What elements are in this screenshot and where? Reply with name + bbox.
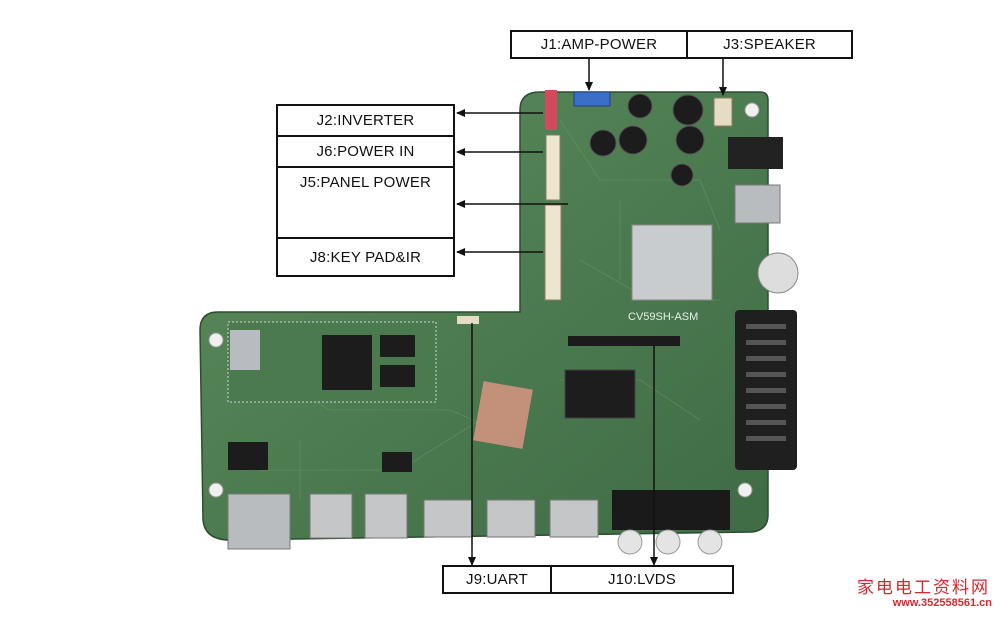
label-j5-panel-power: J5:PANEL POWER [276,166,455,239]
j3-connector [713,97,733,127]
ic-chip-mid [382,452,412,472]
hdmi-port-3 [549,499,599,538]
usb-port-2 [364,493,408,539]
shield-can [230,330,260,370]
label-j2-inverter: J2:INVERTER [276,104,455,137]
rca-jack [757,252,799,294]
j6-connector [545,134,561,201]
scart-pins [746,324,786,441]
j2-connector [545,90,557,130]
hdmi-port-2 [486,499,536,538]
av-jack-block [612,490,730,530]
label-j6-power-in: J6:POWER IN [276,135,455,168]
label-j9-uart: J9:UART [442,565,552,594]
j1-connector [573,91,611,107]
label-j8-keypad-ir: J8:KEY PAD&IR [276,237,455,277]
usb-port [734,184,781,224]
j8-connector [544,204,562,301]
label-sticker [473,381,533,449]
callout-arrows [456,58,727,566]
mounting-holes [208,102,760,498]
board-model-text: CV59SH-ASM [628,311,698,323]
ethernet-port [227,493,291,550]
j9-connector [457,316,479,324]
usb-port-1 [309,493,353,539]
audio-jack [728,137,783,169]
memory-chip-3 [380,365,415,387]
pcb-board [199,91,769,541]
rca-jack-2 [655,529,681,555]
label-j10-lvds: J10:LVDS [550,565,734,594]
label-j1-amp-power: J1:AMP-POWER [510,30,688,59]
lvds-header [568,336,680,346]
main-soc [564,369,636,419]
memory-chip-1 [322,335,372,390]
capacitors [589,93,705,187]
memory-chip-2 [380,335,415,357]
watermark-text: 家电电工资料网 [857,578,990,598]
hdmi-port-1 [423,499,473,538]
tuner-shield [631,224,713,301]
rca-jack-1 [617,529,643,555]
ic-chip-small [228,442,268,470]
rca-jack-3 [697,529,723,555]
watermark-url: www.352558561.cn [892,597,992,609]
label-j3-speaker: J3:SPEAKER [686,30,853,59]
